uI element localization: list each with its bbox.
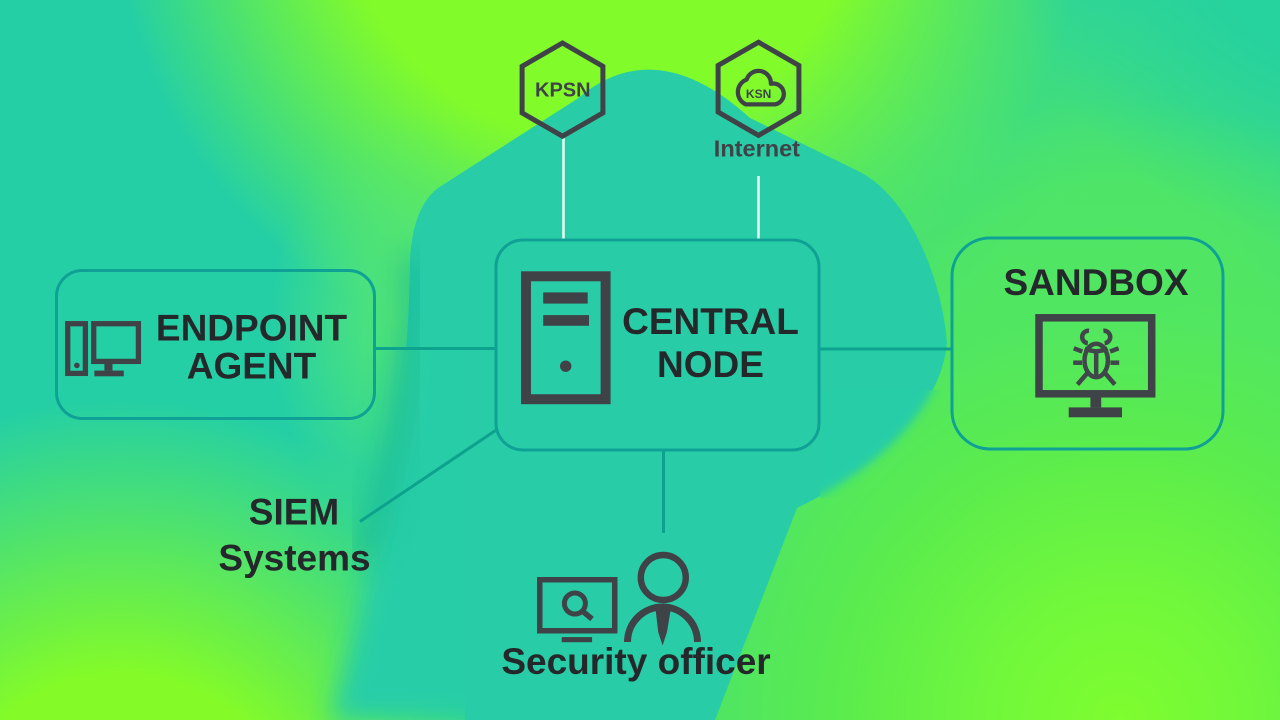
svg-text:Systems: Systems: [218, 538, 370, 579]
svg-text:Internet: Internet: [714, 136, 800, 162]
svg-text:NODE: NODE: [657, 344, 764, 385]
svg-text:Security officer: Security officer: [501, 641, 770, 682]
svg-text:CENTRAL: CENTRAL: [622, 301, 799, 342]
svg-text:SIEM: SIEM: [249, 492, 339, 533]
svg-text:KPSN: KPSN: [535, 80, 591, 102]
svg-text:AGENT: AGENT: [187, 346, 317, 387]
svg-text:SANDBOX: SANDBOX: [1003, 262, 1188, 303]
svg-text:ENDPOINT: ENDPOINT: [156, 308, 348, 349]
svg-text:KSN: KSN: [746, 87, 771, 101]
